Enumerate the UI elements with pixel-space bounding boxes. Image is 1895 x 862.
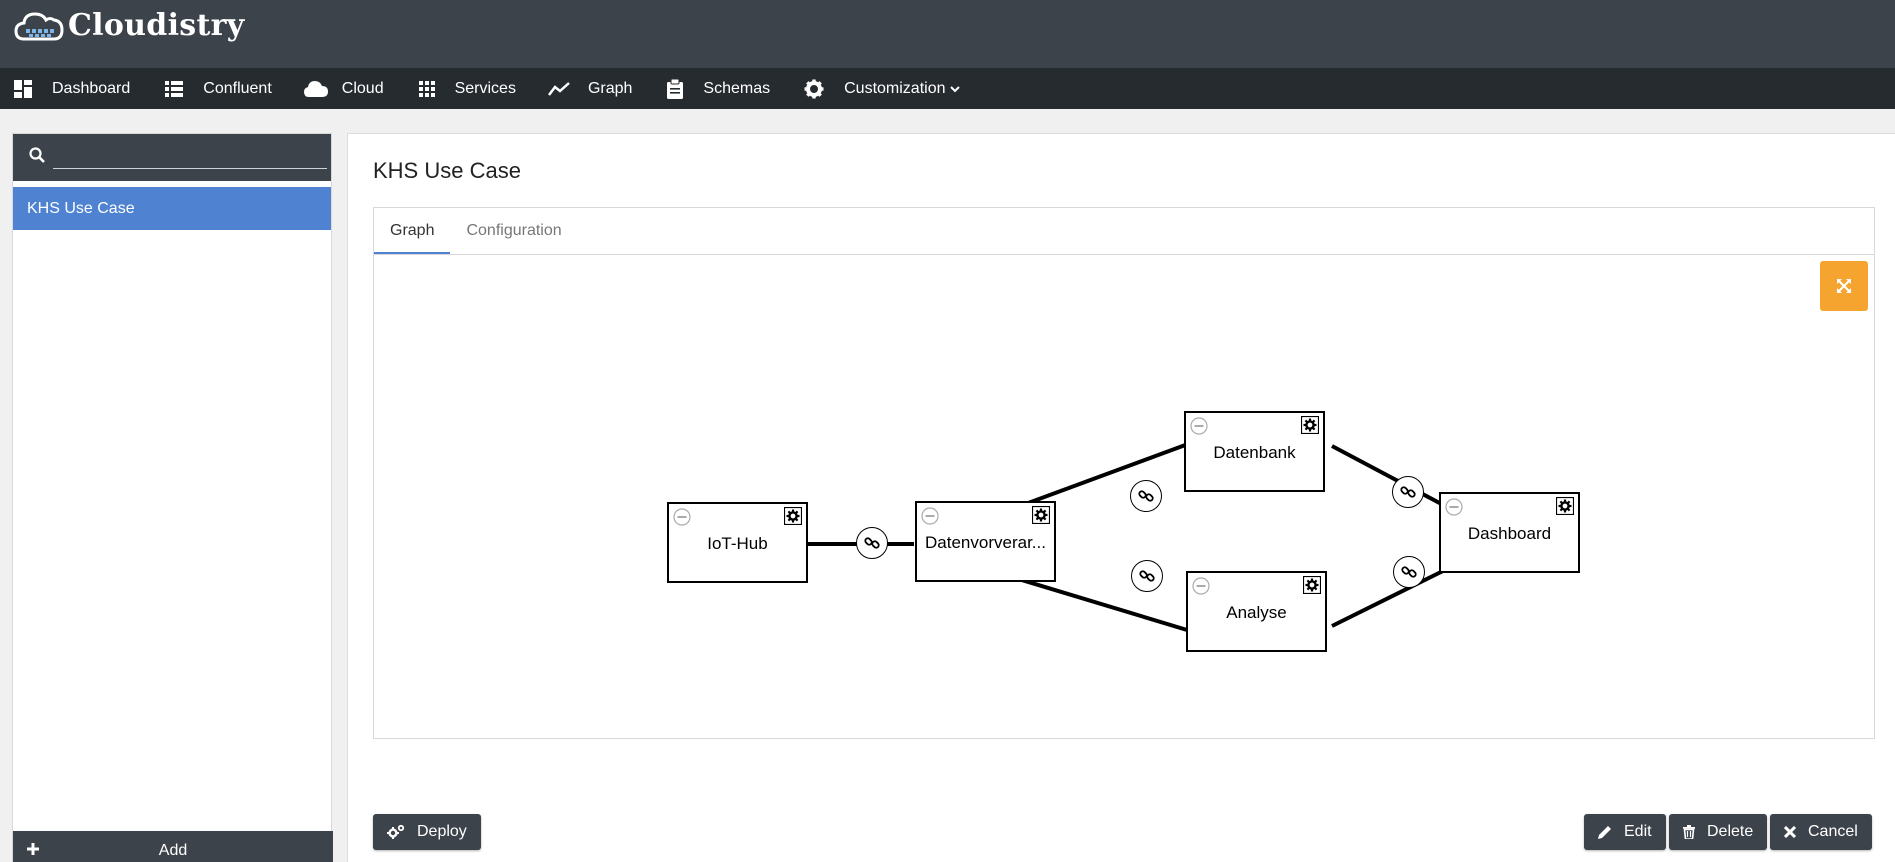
plus-icon bbox=[27, 843, 39, 855]
edge-link-button[interactable] bbox=[1131, 560, 1163, 592]
link-icon bbox=[1139, 570, 1155, 582]
add-button-label: Add bbox=[158, 842, 188, 859]
link-icon bbox=[1138, 490, 1154, 502]
edge-analyse-dashboard bbox=[1331, 566, 1450, 628]
nav-dashboard[interactable]: Dashboard bbox=[14, 68, 130, 109]
nav-graph-label: Graph bbox=[587, 79, 633, 97]
nav-graph[interactable]: Graph bbox=[547, 68, 633, 109]
cancel-button-label: Cancel bbox=[1808, 823, 1858, 840]
remove-icon[interactable] bbox=[1445, 498, 1463, 516]
graph-node-datenvorverarbeitung[interactable]: Datenvorverar... bbox=[915, 501, 1056, 582]
sidebar-item-khs-use-case[interactable]: KHS Use Case bbox=[13, 187, 331, 230]
remove-icon[interactable] bbox=[1192, 577, 1210, 595]
chart-line-icon bbox=[547, 81, 570, 96]
graph-node-iot-hub[interactable]: IoT-Hub bbox=[667, 502, 808, 583]
gear-icon bbox=[804, 79, 824, 98]
main-nav: Dashboard Confluent Cloud Services Graph bbox=[0, 68, 1895, 109]
pencil-icon bbox=[1598, 826, 1611, 839]
deploy-button-label: Deploy bbox=[417, 823, 467, 840]
main-content: KHS Use Case Graph Configuration bbox=[347, 133, 1895, 862]
sidebar: KHS Use Case Add bbox=[12, 133, 333, 862]
cloud-icon bbox=[303, 80, 328, 97]
edge-link-button[interactable] bbox=[856, 527, 888, 559]
grid-icon bbox=[418, 80, 435, 97]
graph-node-label: Datenvorverar... bbox=[925, 533, 1046, 552]
settings-icon[interactable] bbox=[1556, 497, 1574, 515]
tab-bar: Graph Configuration bbox=[374, 208, 1874, 255]
nav-dashboard-label: Dashboard bbox=[52, 79, 131, 97]
nav-cloud[interactable]: Cloud bbox=[303, 68, 384, 109]
settings-icon[interactable] bbox=[1301, 416, 1319, 434]
link-icon bbox=[1401, 566, 1417, 578]
graph-node-datenbank[interactable]: Datenbank bbox=[1184, 411, 1325, 492]
edge-link-button[interactable] bbox=[1392, 476, 1424, 508]
list-icon bbox=[165, 80, 184, 97]
sidebar-search bbox=[13, 134, 331, 181]
dashboard-icon bbox=[14, 79, 32, 98]
edge-link-button[interactable] bbox=[1393, 556, 1425, 588]
settings-icon[interactable] bbox=[784, 507, 802, 525]
link-icon bbox=[864, 537, 880, 549]
nav-customization-label: Customization bbox=[844, 79, 946, 97]
logo[interactable]: Cloudistry bbox=[14, 8, 244, 43]
graph-node-label: Dashboard bbox=[1467, 524, 1552, 543]
graph-canvas[interactable]: IoT-Hub Datenvorverar... Datenbank Analy… bbox=[374, 256, 1874, 738]
nav-services-label: Services bbox=[454, 79, 516, 97]
remove-icon[interactable] bbox=[921, 507, 939, 525]
sidebar-item-label: KHS Use Case bbox=[27, 200, 135, 217]
nav-schemas[interactable]: Schemas bbox=[667, 68, 770, 109]
trash-icon bbox=[1683, 825, 1695, 839]
graph-node-label: IoT-Hub bbox=[707, 534, 768, 553]
top-header: Cloudistry bbox=[0, 0, 1895, 68]
tab-configuration[interactable]: Configuration bbox=[466, 222, 562, 239]
graph-node-dashboard[interactable]: Dashboard bbox=[1439, 492, 1580, 573]
delete-button[interactable]: Delete bbox=[1669, 814, 1768, 850]
graph-edges bbox=[734, 435, 1450, 638]
app-title: Cloudistry bbox=[68, 8, 245, 43]
settings-icon[interactable] bbox=[1032, 506, 1050, 524]
settings-icon[interactable] bbox=[1303, 576, 1321, 594]
edge-link-button[interactable] bbox=[1130, 480, 1162, 512]
gears-icon bbox=[387, 824, 405, 839]
tab-graph[interactable]: Graph bbox=[374, 208, 451, 254]
nav-customization[interactable]: Customization bbox=[804, 68, 979, 109]
deploy-button[interactable]: Deploy bbox=[373, 814, 481, 850]
edit-button[interactable]: Edit bbox=[1584, 814, 1666, 850]
nav-confluent[interactable]: Confluent bbox=[165, 68, 272, 109]
add-button[interactable]: Add bbox=[13, 831, 333, 862]
graph-node-label: Analyse bbox=[1226, 603, 1287, 622]
nav-cloud-label: Cloud bbox=[341, 79, 384, 97]
cloud-logo-icon bbox=[14, 11, 64, 40]
nav-confluent-label: Confluent bbox=[203, 79, 272, 97]
chevron-down-icon bbox=[949, 85, 960, 92]
page-title: KHS Use Case bbox=[373, 158, 521, 183]
expand-icon bbox=[1837, 279, 1851, 293]
tabs-panel: Graph Configuration bbox=[373, 207, 1875, 739]
cancel-button[interactable]: Cancel bbox=[1770, 814, 1872, 850]
remove-icon[interactable] bbox=[1190, 417, 1208, 435]
nav-schemas-label: Schemas bbox=[703, 79, 771, 97]
link-icon bbox=[1400, 486, 1416, 498]
graph-node-analyse[interactable]: Analyse bbox=[1186, 571, 1327, 652]
search-input[interactable] bbox=[53, 145, 327, 169]
delete-button-label: Delete bbox=[1707, 823, 1754, 840]
close-icon bbox=[1784, 826, 1796, 838]
edit-button-label: Edit bbox=[1624, 823, 1652, 840]
edge-datenbank-dashboard bbox=[1331, 444, 1450, 510]
clipboard-icon bbox=[667, 78, 684, 99]
fullscreen-button[interactable] bbox=[1820, 261, 1868, 311]
remove-icon[interactable] bbox=[673, 508, 691, 526]
search-icon bbox=[29, 147, 45, 163]
graph-node-label: Datenbank bbox=[1213, 443, 1296, 462]
nav-services[interactable]: Services bbox=[418, 68, 516, 109]
